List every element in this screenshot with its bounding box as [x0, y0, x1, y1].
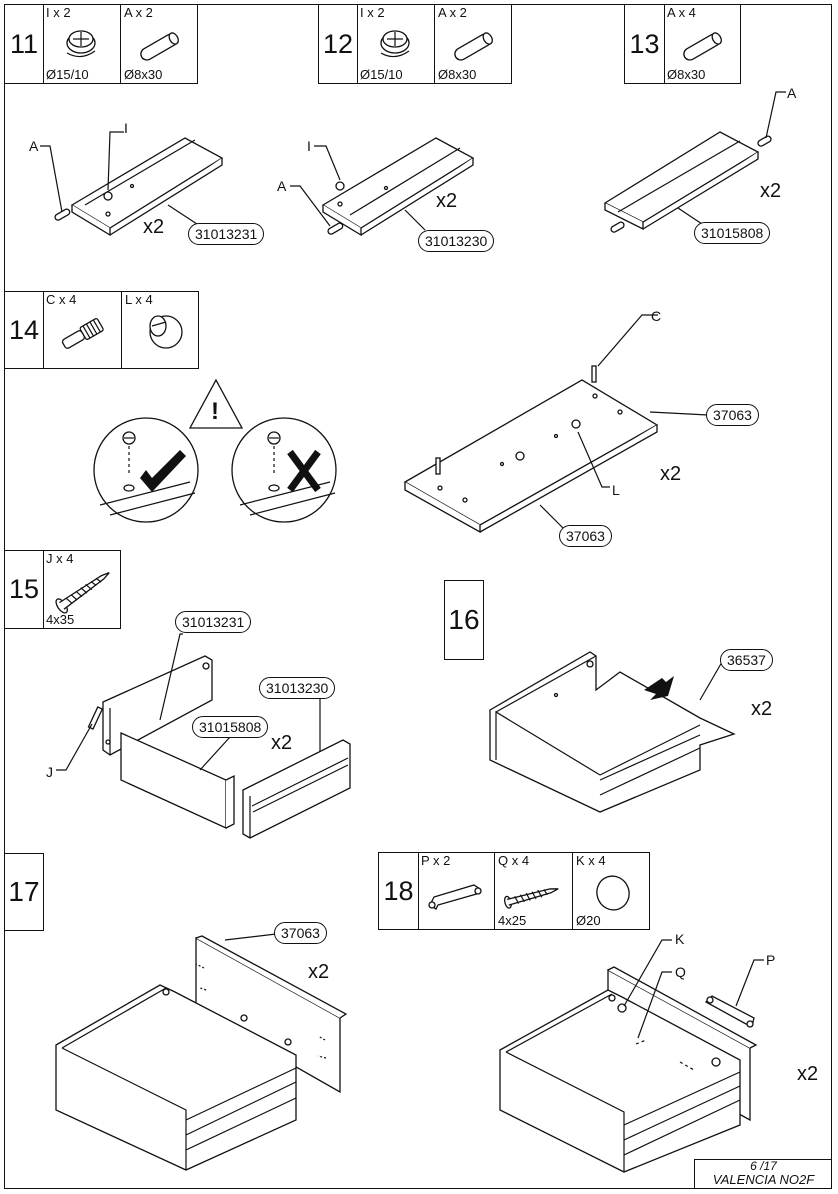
- step-11-panel: [40, 131, 224, 237]
- s11-multiplier: x2: [143, 216, 165, 238]
- s16-multiplier: x2: [751, 698, 773, 720]
- s15-part-number-c: 31013230: [259, 677, 336, 699]
- check-icon: [140, 450, 186, 492]
- step-13-item-dowel: A x 4 Ø8x30: [664, 5, 742, 83]
- step-14-number: 14: [5, 292, 44, 368]
- model-name: VALENCIA NO2F: [712, 1172, 815, 1187]
- s14-label-L: L: [612, 482, 620, 498]
- step-18-item-handle: P x 2: [418, 853, 495, 929]
- step-13-parts-box: 13 A x 4 Ø8x30: [624, 4, 741, 84]
- step-18-item-cap: K x 4 Ø20: [573, 853, 651, 929]
- step-15-parts-box: 15 J x 4 4x35: [4, 550, 121, 629]
- s18-label-P: P: [766, 952, 776, 968]
- cam-lock-icon: [66, 30, 96, 58]
- s18-label-Q: Q: [675, 964, 686, 980]
- step-14-panel: [403, 314, 709, 534]
- step-17-number: 17: [4, 853, 44, 931]
- s11-label-A: A: [29, 138, 39, 154]
- step-12-number: 12: [319, 5, 358, 83]
- step-11-parts-box: 11 I x 2 Ø15/10 A x 2 Ø8x30: [4, 4, 198, 84]
- s15-part-number-b: 31015808: [192, 716, 269, 738]
- correct-circle: [93, 417, 199, 523]
- s13-label-A: A: [787, 85, 797, 101]
- cross-icon: [287, 449, 321, 493]
- cam-lock-icon: [149, 315, 183, 349]
- arrow-icon: [644, 676, 674, 700]
- handle-icon: [428, 884, 482, 910]
- dowel-icon: [454, 32, 493, 61]
- dowel-icon: [683, 32, 722, 61]
- warning-triangle-icon: [188, 378, 244, 429]
- s17-part-number: 37063: [274, 922, 327, 944]
- page-footer: 6 /17 VALENCIA NO2F: [694, 1159, 832, 1189]
- s11-label-I: I: [124, 120, 128, 136]
- s14-part-number-bottom: 37063: [559, 525, 612, 547]
- step-15-item-screw: J x 4 4x35: [43, 551, 122, 628]
- s16-part-number: 36537: [720, 649, 773, 671]
- step-11-item-cam: I x 2 Ø15/10: [43, 5, 121, 83]
- s14-part-number-top: 37063: [706, 404, 759, 426]
- s17-multiplier: x2: [308, 961, 330, 983]
- screw-icon: [55, 572, 110, 614]
- s12-part-number: 31013230: [418, 230, 495, 252]
- step-11-number: 11: [5, 5, 44, 83]
- page-number: 6 /17: [750, 1159, 777, 1173]
- s18-label-K: K: [675, 931, 685, 947]
- step-15-drawer-parts: [56, 633, 351, 839]
- step-14-item-bolt: C x 4: [43, 292, 122, 368]
- s13-multiplier: x2: [760, 180, 782, 202]
- step-16-drawer-box: [489, 651, 736, 813]
- step-16-number: 16: [444, 580, 484, 660]
- cam-bolt-icon: [61, 318, 104, 349]
- step-11-item-dowel: A x 2 Ø8x30: [121, 5, 199, 83]
- s15-multiplier: x2: [271, 732, 293, 754]
- s14-label-C: C: [651, 308, 662, 324]
- step-13-number: 13: [625, 5, 665, 83]
- s15-label-J: J: [46, 764, 53, 780]
- step-14-item-cam: L x 4: [122, 292, 200, 368]
- incorrect-circle: [231, 417, 337, 523]
- s14-multiplier: x2: [660, 463, 682, 485]
- step-18-item-screw: Q x 4 4x25: [495, 853, 573, 929]
- step-12-item-cam: I x 2 Ø15/10: [357, 5, 435, 83]
- s12-label-I: I: [307, 138, 311, 154]
- s13-part-number: 31015808: [694, 222, 771, 244]
- step-18-parts-box: 18 P x 2 Q x 4 4x25 K x 4 Ø20: [378, 852, 650, 930]
- step-15-number: 15: [5, 551, 44, 628]
- screw-icon: [504, 888, 559, 909]
- step-12-parts-box: 12 I x 2 Ø15/10 A x 2 Ø8x30: [318, 4, 512, 84]
- step-12-item-dowel: A x 2 Ø8x30: [435, 5, 513, 83]
- step-18-drawer: [499, 939, 764, 1173]
- s12-multiplier: x2: [436, 190, 458, 212]
- warning-exclamation: !: [211, 398, 219, 425]
- s12-label-A: A: [277, 178, 287, 194]
- s18-multiplier: x2: [797, 1063, 819, 1085]
- step-17-drawer-front: [55, 933, 348, 1171]
- step-12-panel: [290, 137, 475, 237]
- step-13-panel: [603, 91, 786, 233]
- s15-part-number-a: 31013231: [175, 611, 252, 633]
- cap-icon: [596, 875, 630, 911]
- dowel-icon: [140, 32, 179, 61]
- s11-part-number: 31013231: [188, 223, 265, 245]
- step-18-number: 18: [379, 853, 419, 929]
- cam-lock-icon: [380, 30, 410, 58]
- step-14-parts-box: 14 C x 4 L x 4: [4, 291, 199, 369]
